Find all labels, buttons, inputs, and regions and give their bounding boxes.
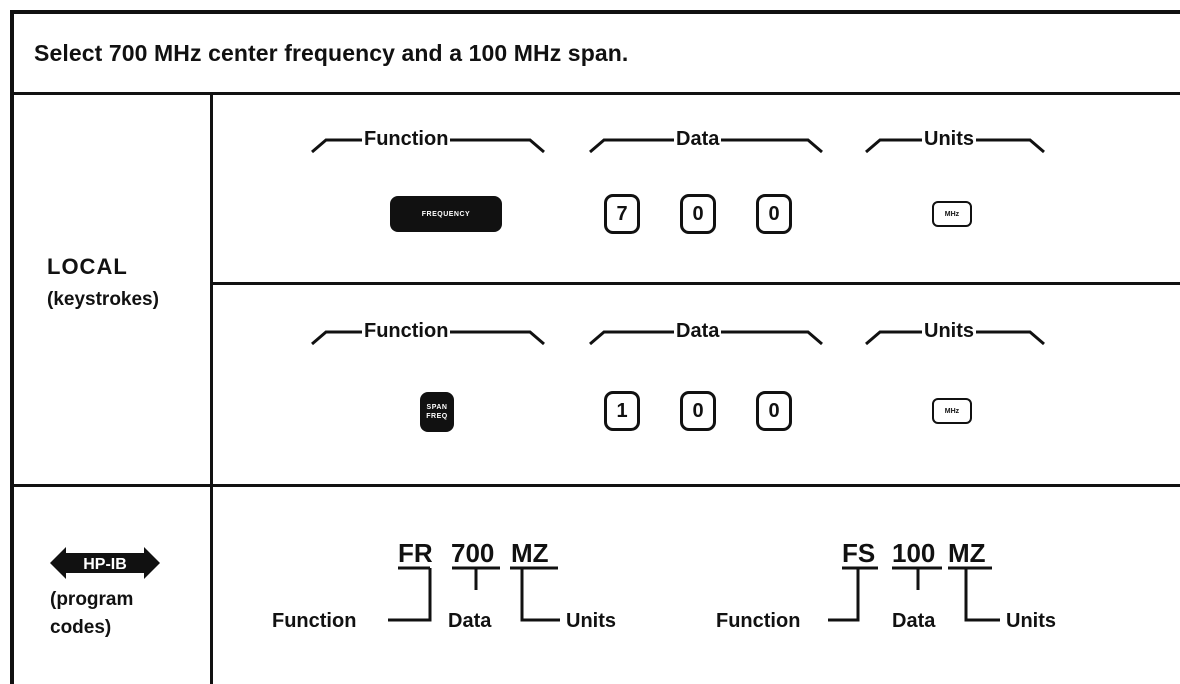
fr-function-connector [388, 566, 432, 622]
fr-units-code: MZ [511, 538, 549, 568]
local-section-subtitle: (keystrokes) [47, 289, 159, 310]
digit-key-0[interactable]: 0 [756, 391, 792, 431]
digit-key-0[interactable]: 0 [756, 194, 792, 234]
mhz-key[interactable]: MHz [932, 398, 972, 424]
fr-units-connector [510, 566, 560, 622]
fr-function-label: Function [272, 610, 357, 632]
digit-key-0[interactable]: 0 [680, 391, 716, 431]
instruction-text: Select 700 MHz center frequency and a 10… [34, 40, 629, 66]
hp-ib-logo-text: HP-IB [83, 556, 127, 573]
digit-key-0[interactable]: 0 [680, 194, 716, 234]
frequency-key[interactable]: FREQUENCY [390, 196, 502, 232]
fs-function-connector [828, 566, 878, 622]
header-divider [10, 92, 1180, 95]
fs-function-label: Function [716, 610, 801, 632]
hp-ib-logo-icon: HP-IB [50, 547, 160, 579]
fs-data-code: 100 [892, 538, 936, 568]
fs-function-code: FS [842, 538, 876, 568]
column-divider [210, 92, 213, 684]
digit-key-1[interactable]: 1 [604, 391, 640, 431]
local-row-divider [210, 282, 1180, 285]
function-header-row2: Function [362, 320, 451, 343]
span-freq-key-line2: FREQ [426, 413, 448, 420]
fs-units-connector [948, 566, 1000, 622]
fs-data-connector [892, 566, 942, 590]
function-header-row1: Function [362, 128, 451, 151]
table-left-border [10, 10, 14, 684]
units-header-row1: Units [922, 128, 976, 151]
span-freq-key-line1: SPAN [426, 404, 448, 411]
fs-units-code: MZ [948, 538, 986, 568]
span-freq-key[interactable]: SPAN FREQ [420, 392, 454, 432]
mhz-key[interactable]: MHz [932, 201, 972, 227]
digit-key-7[interactable]: 7 [604, 194, 640, 234]
fs-units-label: Units [1006, 610, 1056, 632]
data-header-row1: Data [674, 128, 722, 151]
fr-data-code: 700 [451, 538, 495, 568]
hpib-section-subtitle: (program codes) [50, 589, 134, 638]
fr-units-label: Units [566, 610, 616, 632]
table-top-border [10, 10, 1180, 14]
data-header-row2: Data [674, 320, 722, 343]
hpib-section-divider [10, 484, 1180, 487]
fr-function-code: FR [398, 538, 433, 568]
fr-data-connector [452, 566, 500, 590]
fs-data-label: Data [892, 610, 936, 632]
local-section-title: LOCAL [47, 254, 128, 279]
units-header-row2: Units [922, 320, 976, 343]
fr-data-label: Data [448, 610, 492, 632]
